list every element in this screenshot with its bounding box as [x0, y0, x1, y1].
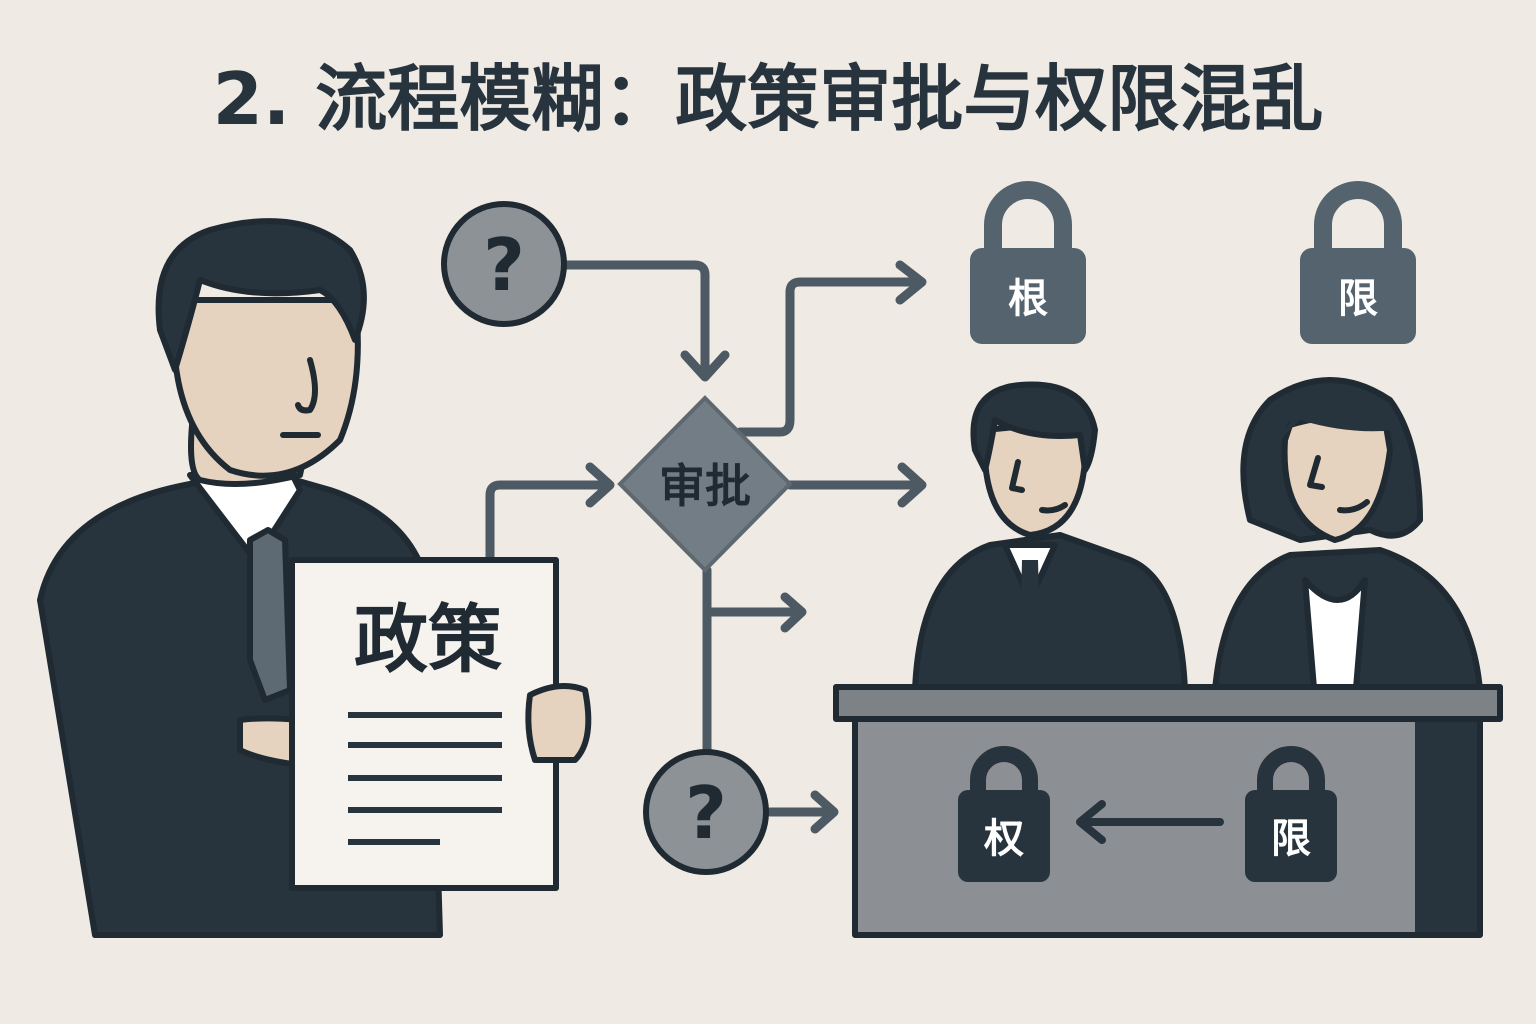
- lock-label: 权: [983, 816, 1024, 862]
- flow-arrows: [485, 260, 927, 834]
- question-node-bottom: ?: [643, 749, 769, 875]
- female-official: [1212, 377, 1483, 703]
- page-title: 2. 流程模糊：政策审批与权限混乱: [213, 57, 1324, 141]
- decision-label: 审批: [659, 459, 751, 513]
- question-mark: ?: [483, 223, 525, 307]
- lock-label: 根: [1008, 276, 1048, 322]
- lock-icon: 根: [970, 181, 1086, 344]
- document-title: 政策: [354, 597, 502, 683]
- question-mark: ?: [685, 771, 727, 855]
- lock-icon: 限: [1300, 181, 1416, 344]
- lock-label: 限: [1271, 816, 1311, 862]
- desk: [833, 684, 1503, 938]
- policy-document: 政策: [289, 557, 592, 891]
- arrow-left-icon: [1076, 800, 1224, 844]
- question-node-top: ?: [441, 201, 567, 327]
- lock-icon: 限: [1245, 746, 1337, 882]
- male-official: [912, 381, 1188, 693]
- lock-label: 限: [1338, 276, 1378, 322]
- decision-node: 审批: [617, 395, 793, 573]
- lock-icon: 权: [958, 746, 1050, 882]
